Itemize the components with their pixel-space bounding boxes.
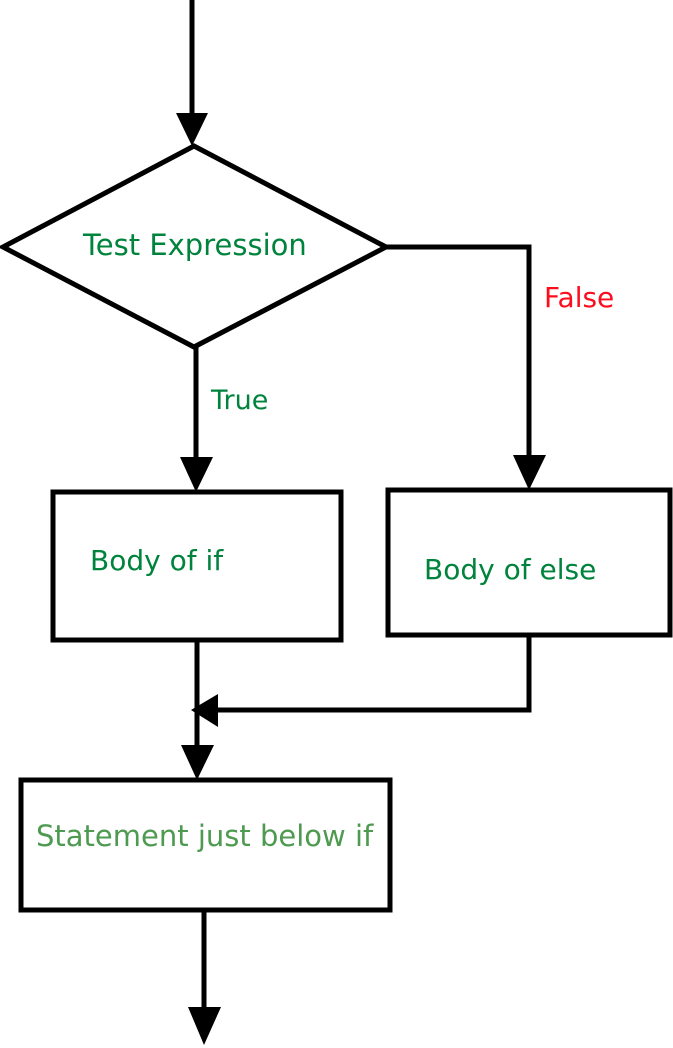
edge-true-branch: [180, 347, 213, 492]
node-body-of-else-shape: [385, 487, 673, 638]
edge-entry: [176, 0, 208, 146]
node-test-expression-shape: [0, 143, 392, 350]
edge-exit: [188, 910, 221, 1045]
edge-else-merge: [191, 635, 532, 727]
node-body-of-if-shape: [50, 489, 344, 643]
edge-if-merge: [181, 640, 214, 780]
node-statement-below-if-shape: [18, 777, 393, 913]
edge-false-branch: [386, 244, 546, 490]
